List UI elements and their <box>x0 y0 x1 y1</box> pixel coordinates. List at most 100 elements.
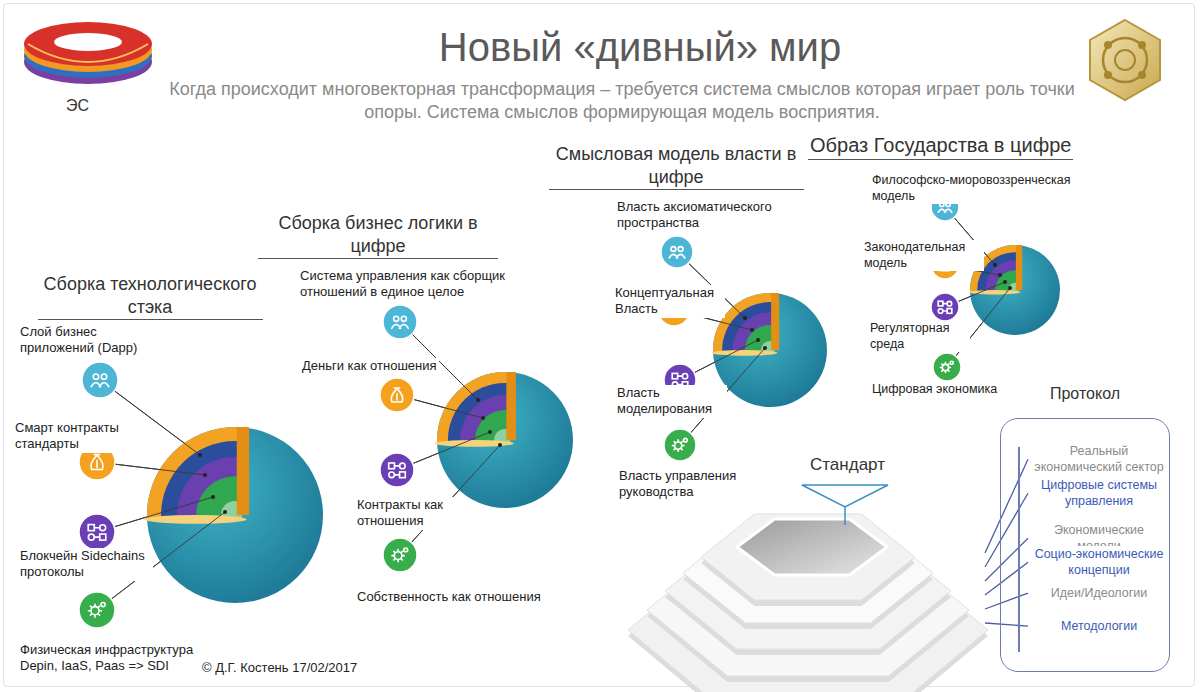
icon-glyph <box>101 374 106 379</box>
node-heading: Протокол <box>1001 385 1169 403</box>
icon-glyph <box>943 304 947 311</box>
icon <box>931 293 959 321</box>
leader-dot <box>998 273 1002 277</box>
text-label: Власть управления руководства <box>617 468 749 501</box>
icon-glyph <box>392 325 409 329</box>
leader-dot <box>1003 280 1007 284</box>
title: Новый «дивный» мир <box>437 22 843 72</box>
sphere-layer <box>437 372 573 508</box>
connector-line <box>985 493 1028 567</box>
text-label: Собственность как отношения <box>355 589 543 605</box>
leader-dot <box>1008 286 1012 290</box>
icon-glyph <box>94 615 96 617</box>
sphere-layer <box>985 260 1044 319</box>
icon-circle <box>664 429 696 461</box>
icon-glyph <box>96 461 98 468</box>
hexagon-layer <box>701 514 915 600</box>
icon-glyph <box>674 442 675 443</box>
icon-glyph <box>394 559 395 560</box>
sphere-floor <box>711 350 777 356</box>
icon-glyph <box>392 555 394 557</box>
icon-glyph <box>682 445 684 447</box>
icon-glyph <box>681 442 682 443</box>
icon-circle <box>79 514 115 550</box>
funnel-symbol <box>802 485 888 507</box>
icon-circle <box>661 236 693 268</box>
icon-glyph <box>945 362 947 364</box>
icon <box>79 592 115 628</box>
leader-dot <box>203 473 207 477</box>
text-label: © Д.Г. Костень 17/02/2017 <box>200 660 359 676</box>
icon-circle <box>82 362 118 398</box>
leader-dot <box>756 338 760 342</box>
leader-dot <box>993 263 997 267</box>
icon-circle <box>380 378 414 412</box>
sphere-layer <box>745 325 795 375</box>
sphere-face <box>771 293 779 350</box>
sphere-body <box>147 427 323 603</box>
icon-glyph <box>681 448 682 449</box>
icon-glyph <box>91 607 99 615</box>
icon <box>380 453 414 487</box>
sphere-layer <box>722 302 818 398</box>
sphere-cut <box>147 427 323 603</box>
leader-dot <box>743 316 747 320</box>
leader-dot <box>481 416 485 420</box>
icon-circle <box>383 305 417 339</box>
icon-glyph <box>100 525 106 531</box>
sphere-layer <box>713 293 827 407</box>
icon-glyph <box>942 370 943 371</box>
icon <box>383 305 417 339</box>
layered-sphere <box>144 427 323 603</box>
icon-glyph <box>98 606 100 608</box>
sphere-layer <box>732 312 807 387</box>
badge <box>1090 20 1160 100</box>
spheres <box>79 193 1060 628</box>
icon-glyph <box>396 394 398 400</box>
connector-line <box>985 538 1028 581</box>
sphere-face <box>506 372 516 440</box>
sphere-layer <box>448 383 562 497</box>
sphere-layer <box>995 270 1035 310</box>
icon-glyph <box>88 534 94 540</box>
icon-glyph <box>401 559 402 560</box>
protocol-item: Методологии <box>1031 618 1167 634</box>
icon <box>383 538 417 572</box>
icon-glyph <box>942 364 943 365</box>
icon-glyph <box>669 254 685 258</box>
icon-glyph <box>391 388 402 402</box>
icon-glyph <box>678 376 683 384</box>
section-heading: Сборка бизнес логики в цифре <box>258 212 498 259</box>
icon-glyph <box>938 209 952 212</box>
node-text: Идеи/Идеологии <box>1031 585 1167 601</box>
icon-glyph <box>400 472 406 478</box>
sphere-face <box>237 427 249 515</box>
sphere-floor <box>144 515 246 524</box>
icon-glyph <box>672 373 677 378</box>
icon <box>661 236 693 268</box>
sphere-layer <box>196 476 273 553</box>
sphere-cut <box>437 372 573 508</box>
node-text: Цифровые системы управления <box>1031 477 1167 510</box>
connector-line <box>985 459 1028 553</box>
es-logo <box>24 22 152 84</box>
icon-glyph <box>88 525 94 531</box>
connector-line <box>985 593 1028 609</box>
icon-glyph <box>394 551 395 552</box>
protocol-box: ПротоколРеальный экономический секторЦиф… <box>1000 418 1170 672</box>
leader-dot <box>488 430 492 434</box>
icon-glyph <box>93 374 98 379</box>
icon-glyph <box>945 371 947 373</box>
sphere-layer <box>147 427 323 603</box>
text-label: Когда происходит многовекторная трансфор… <box>162 78 1082 123</box>
section-heading: Сборка технологического стэка <box>38 273 263 320</box>
text-label: ЭС <box>64 96 91 116</box>
text-label: Смарт контракты стандарты <box>13 420 133 453</box>
text-label: Философско-миоровоззренческая модель <box>870 173 1102 204</box>
icon-glyph <box>394 552 402 560</box>
text-label: Регуляторная среда <box>868 321 970 352</box>
text-label: Цифровая экономика <box>870 382 999 398</box>
icon <box>380 378 414 412</box>
text-label: Власть моделирования <box>615 385 727 418</box>
icon-glyph <box>942 364 948 370</box>
